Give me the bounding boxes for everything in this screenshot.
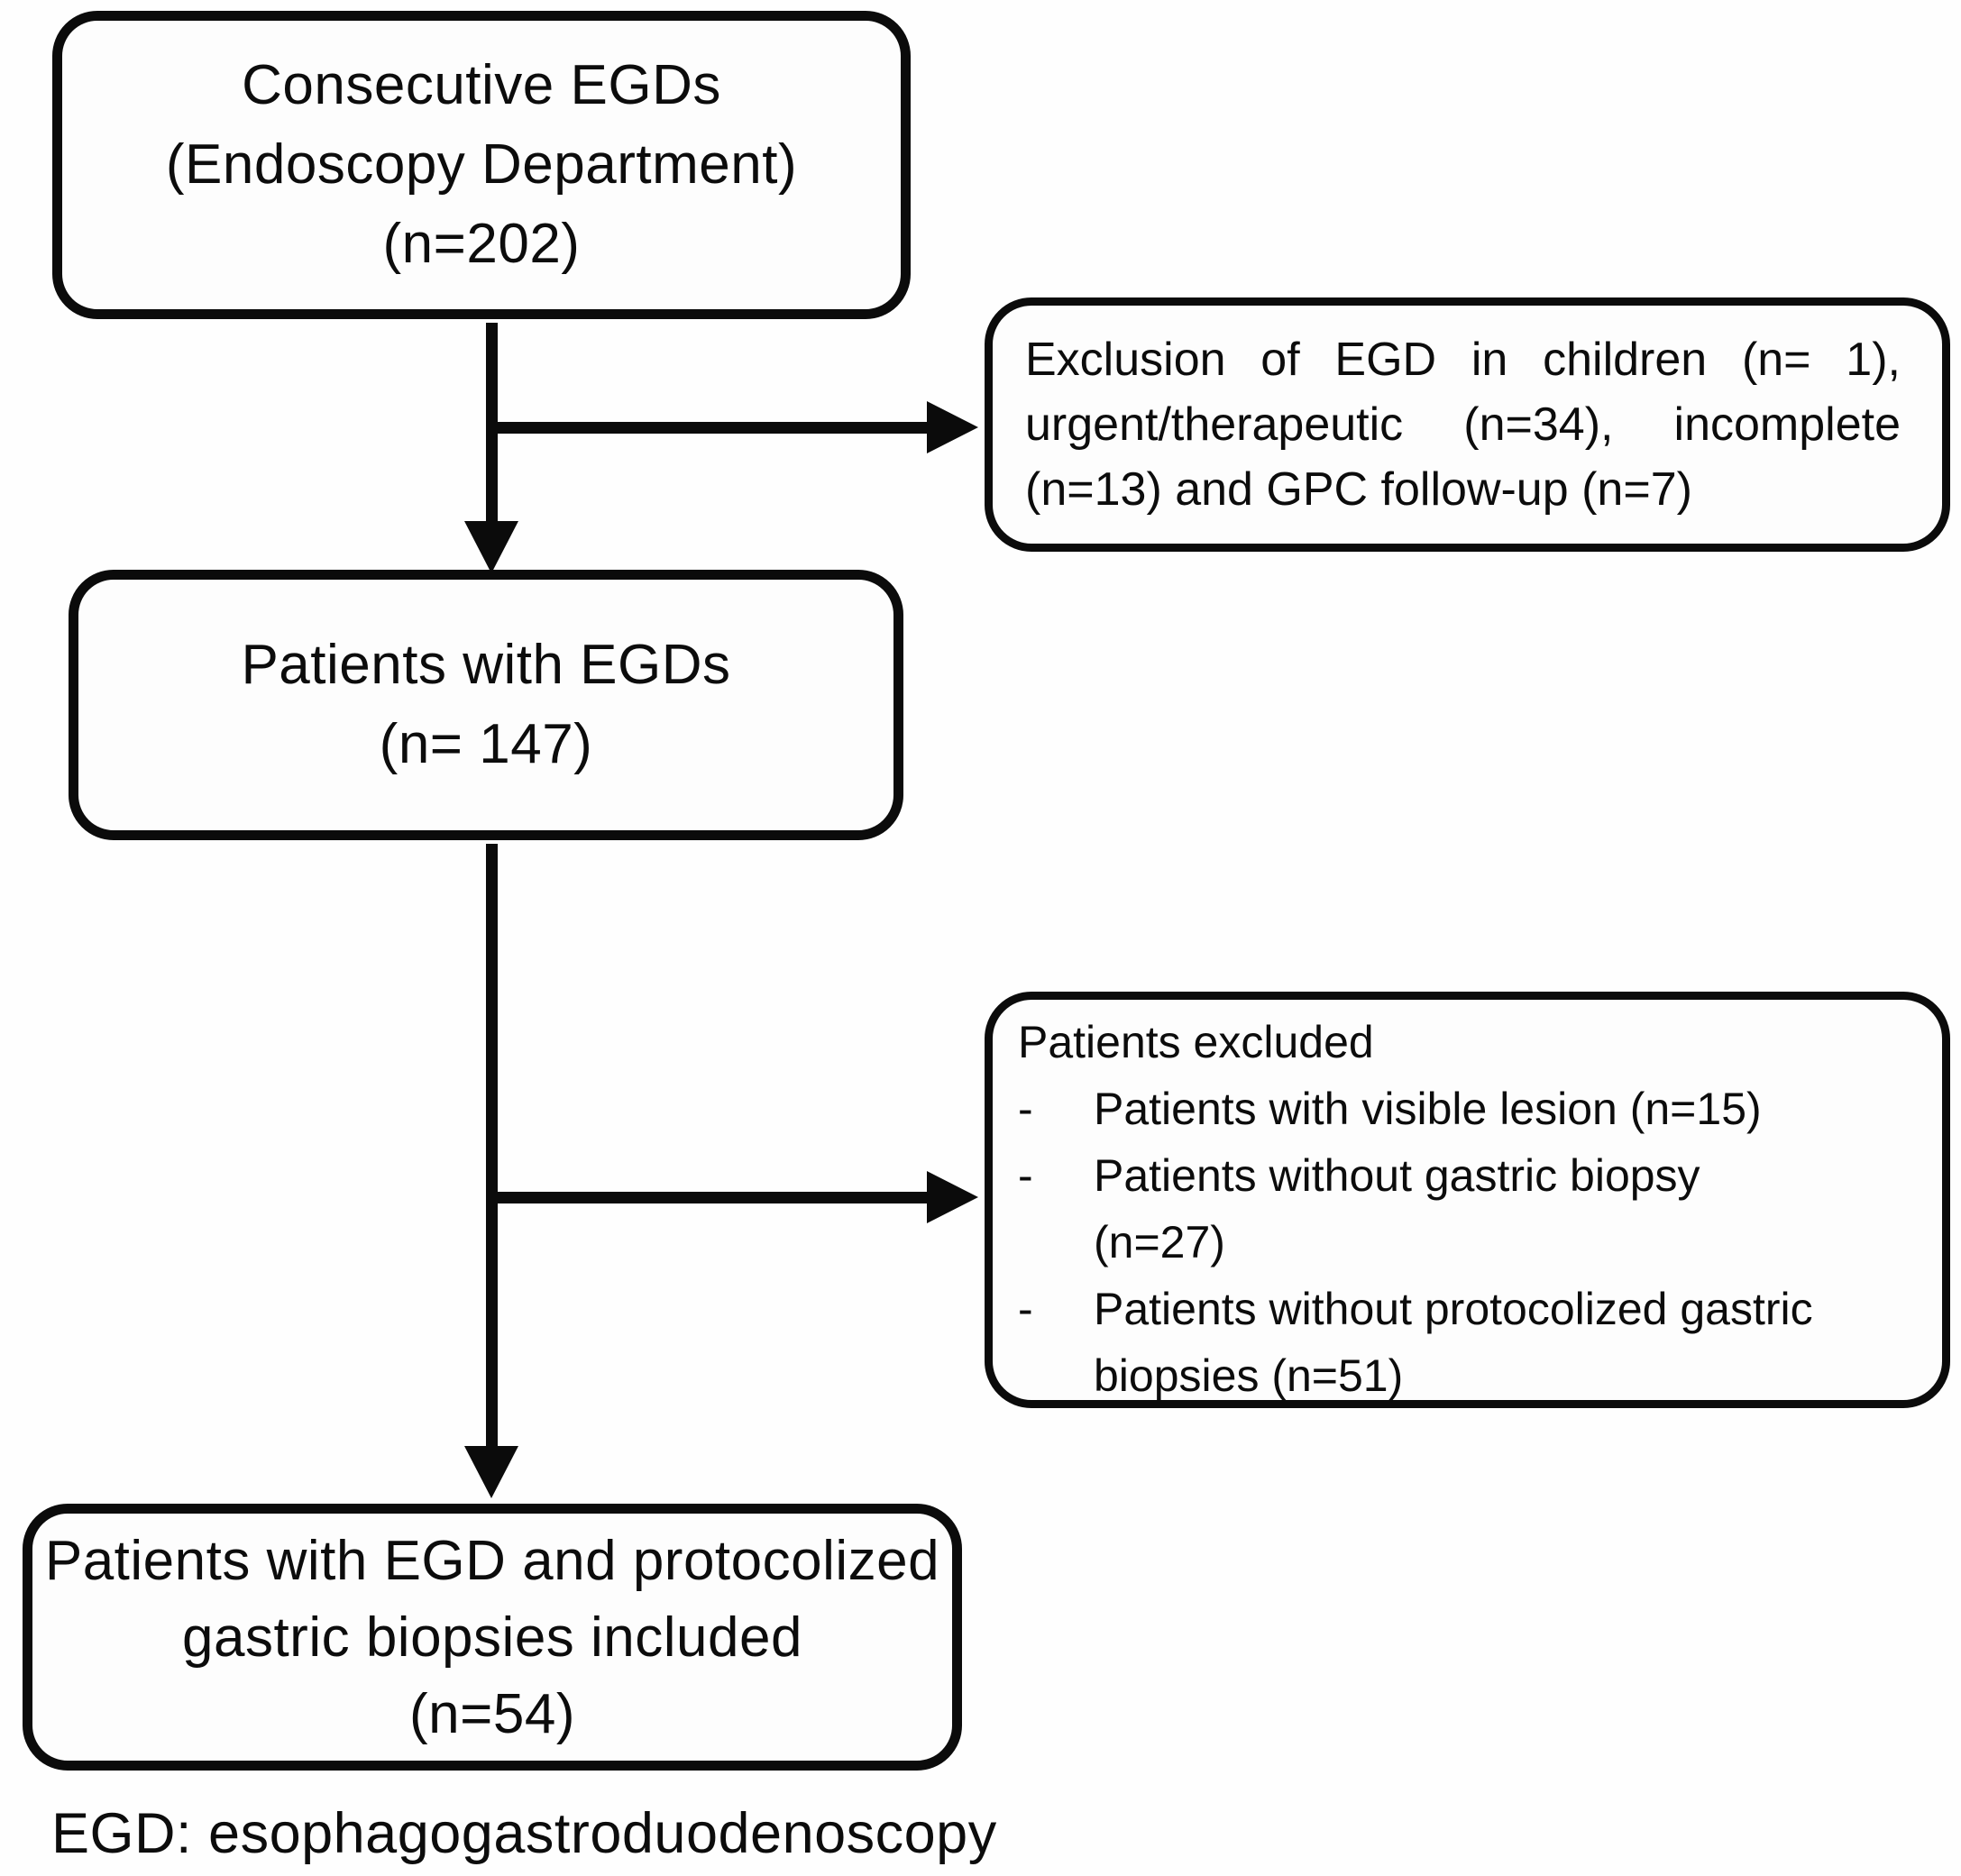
excluded-item-row: - Patients without gastric biopsy (n=27) [1018,1142,1926,1276]
exclusion-line-1: Exclusion of EGD in children (n= 1), [1025,334,1901,386]
excluded-item-row: - Patients with visible lesion (n=15) [1018,1075,1926,1142]
patients-excluded-title: Patients excluded [1018,1017,1374,1067]
excluded-item-3: Patients without protocolized gastric bi… [1094,1284,1813,1401]
node-patients-with-egds: Patients with EGDs (n= 147) [69,570,903,840]
bullet-dash-icon: - [1018,1284,1033,1334]
exclusion-line-3: (n=13) and GPC follow-up (n=7) [1025,463,1692,516]
node-exclusion-egd: Exclusion of EGD in children (n= 1), urg… [985,297,1950,552]
excluded-item-1: Patients with visible lesion (n=15) [1094,1084,1762,1134]
arrow-branch-to-excluded-shaft [497,1192,928,1203]
bullet-dash-icon: - [1018,1150,1033,1201]
node-consecutive-egds: Consecutive EGDs (Endoscopy Department) … [52,11,911,319]
arrow-patients-to-included-head-icon [464,1446,518,1498]
arrow-patients-to-included-shaft [486,844,498,1448]
abbreviation-footnote: EGD: esophagogastroduodenoscopy [51,1802,997,1865]
arrow-consecutive-to-patients-shaft [486,323,498,523]
arrow-branch-to-exclusion-shaft [497,422,928,434]
excluded-item-2: Patients without gastric biopsy (n=27) [1094,1150,1700,1267]
arrow-branch-to-excluded-head-icon [927,1171,978,1223]
node-consecutive-egds-text: Consecutive EGDs (Endoscopy Department) … [165,54,798,275]
arrow-consecutive-to-patients-head-icon [464,521,518,573]
bullet-dash-icon: - [1018,1084,1033,1134]
node-patients-included-text: Patients with EGD and protocolized gastr… [44,1529,940,1745]
node-patients-with-egds-text: Patients with EGDs (n= 147) [241,634,731,775]
excluded-item-row: - Patients without protocolized gastric … [1018,1276,1926,1409]
exclusion-line-2: urgent/therapeutic (n=34), incomplete [1025,398,1901,451]
node-patients-included: Patients with EGD and protocolized gastr… [23,1504,962,1771]
node-patients-excluded: Patients excluded - Patients with visibl… [985,992,1950,1408]
arrow-branch-to-exclusion-head-icon [927,401,978,453]
